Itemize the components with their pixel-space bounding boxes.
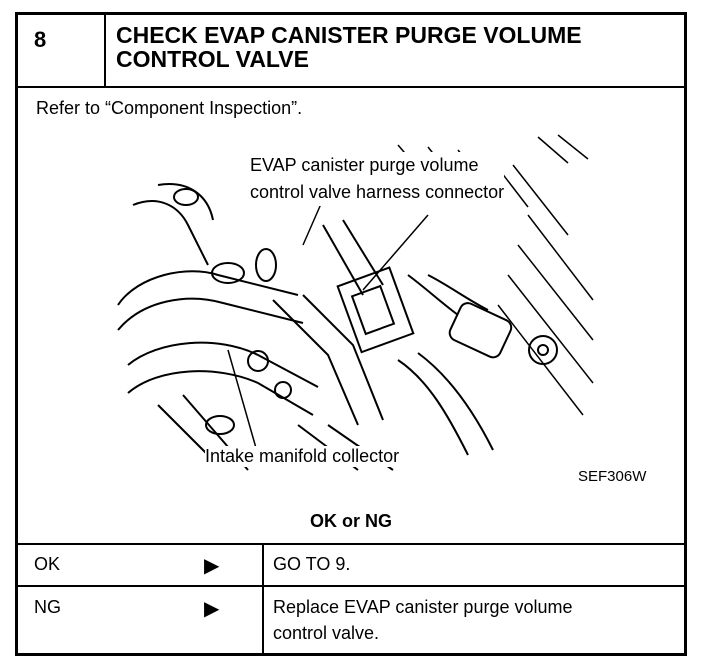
- refer-text: Refer to “Component Inspection”.: [36, 98, 303, 118]
- arrow-icon: ▶: [204, 598, 220, 620]
- label-connector-line2: control valve harness connector: [250, 182, 505, 202]
- label-connector-line1: EVAP canister purge volume: [250, 155, 479, 175]
- procedure-title: CHECK EVAP CANISTER PURGE VOLUME CONTROL…: [116, 23, 676, 71]
- row-divider: [262, 587, 264, 655]
- result-action-line2: control valve.: [273, 623, 380, 643]
- procedure-frame: 8 CHECK EVAP CANISTER PURGE VOLUME CONTR…: [15, 12, 687, 656]
- result-heading: OK or NG: [309, 511, 392, 531]
- result-action: GO TO 9.: [273, 551, 350, 577]
- arrow-icon: ▶: [204, 555, 220, 577]
- result-action-line1: GO TO 9.: [273, 554, 351, 574]
- procedure-title-line1: CHECK EVAP CANISTER PURGE VOLUME: [116, 22, 582, 48]
- row-divider: [262, 545, 264, 585]
- procedure-title-line2: CONTROL VALVE: [116, 46, 309, 72]
- result-row-ng: NG ▶ Replace EVAP canister purge volume …: [18, 585, 684, 655]
- figure-id: SEF306W: [578, 468, 647, 485]
- result-action-line1: Replace EVAP canister purge volume: [273, 597, 573, 617]
- procedure-header: 8 CHECK EVAP CANISTER PURGE VOLUME CONTR…: [18, 15, 684, 88]
- step-number: 8: [18, 15, 106, 86]
- result-key: OK: [34, 554, 61, 574]
- result-action: Replace EVAP canister purge volume contr…: [273, 594, 573, 646]
- result-key: NG: [34, 597, 61, 617]
- label-connector: EVAP canister purge volume control valve…: [250, 152, 505, 206]
- engine-illustration: [117, 134, 594, 471]
- result-row-ok: OK ▶ GO TO 9.: [18, 543, 684, 585]
- label-manifold: Intake manifold collector: [205, 446, 400, 467]
